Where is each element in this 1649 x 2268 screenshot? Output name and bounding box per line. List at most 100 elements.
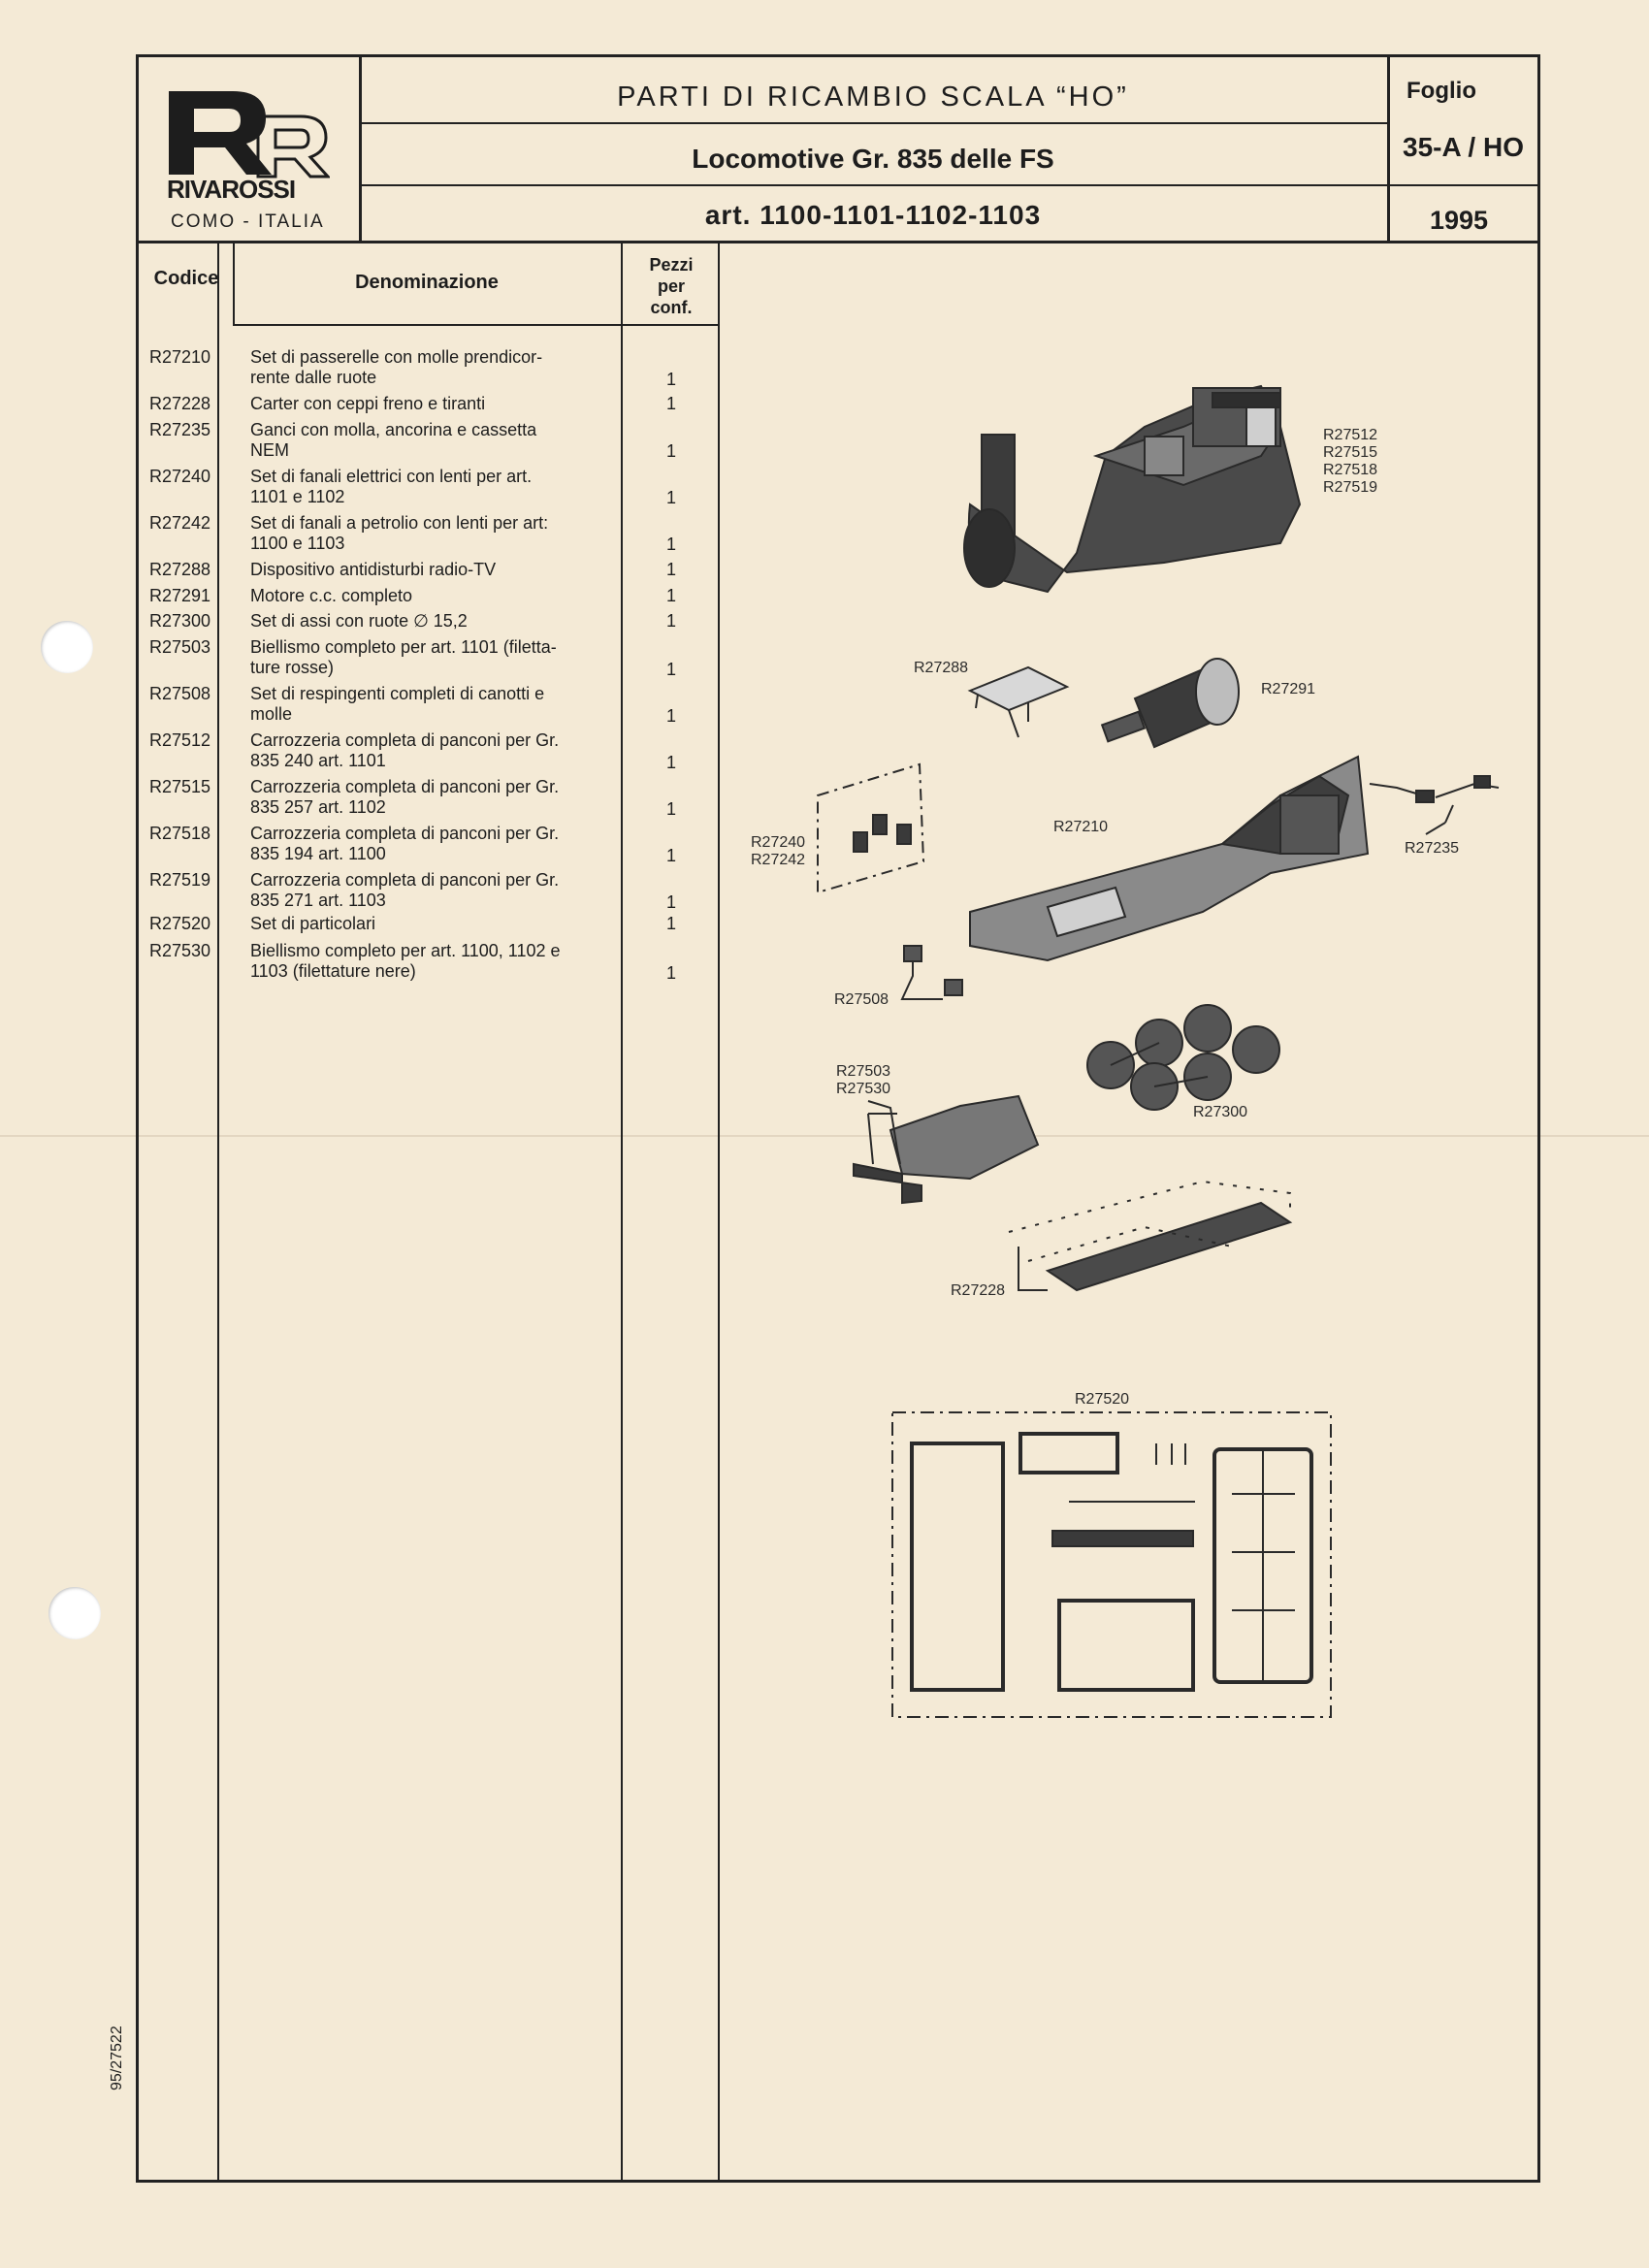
callout-code: R27519 bbox=[1323, 479, 1378, 496]
part-description: Set di passerelle con molle prendicor-re… bbox=[250, 347, 599, 388]
desc-line: Set di particolari bbox=[250, 914, 376, 933]
header-divider bbox=[1387, 56, 1390, 241]
pieces-column-line bbox=[718, 243, 720, 2181]
callout-r27235: R27235 bbox=[1405, 840, 1460, 857]
desc-line: Set di respingenti completi di canotti e bbox=[250, 684, 545, 703]
part-description: Biellismo completo per art. 1101 (filett… bbox=[250, 637, 599, 678]
part-quantity: 1 bbox=[665, 488, 676, 507]
part-description: Biellismo completo per art. 1100, 1102 e… bbox=[250, 941, 599, 982]
rivarossi-logo bbox=[169, 91, 330, 178]
desc-line: 835 240 art. 1101 bbox=[250, 751, 386, 770]
name-column-line bbox=[621, 243, 623, 2181]
document-code: 95/27522 bbox=[109, 2025, 125, 2090]
punch-hole bbox=[48, 1587, 101, 1639]
callout-code: R27518 bbox=[1323, 462, 1378, 478]
header-divider bbox=[1389, 184, 1538, 186]
callout-r27228: R27228 bbox=[951, 1282, 1006, 1299]
part-description: Set di fanali elettrici con lenti per ar… bbox=[250, 467, 599, 507]
part-quantity: 1 bbox=[665, 370, 676, 389]
part-code: R27300 bbox=[149, 611, 211, 631]
desc-line: 1101 e 1102 bbox=[250, 487, 345, 506]
part-description: Dispositivo antidisturbi radio-TV bbox=[250, 560, 599, 580]
part-quantity: 1 bbox=[665, 611, 676, 631]
page-subtitle: Locomotive Gr. 835 delle FS bbox=[692, 144, 1054, 174]
part-code: R27515 bbox=[149, 777, 211, 796]
desc-line: molle bbox=[250, 704, 293, 724]
desc-line: NEM bbox=[250, 440, 289, 460]
part-description: Carter con ceppi freno e tiranti bbox=[250, 394, 599, 414]
desc-line: Set di passerelle con molle prendicor- bbox=[250, 347, 543, 367]
part-description: Motore c.c. completo bbox=[250, 586, 599, 606]
part-description: Carrozzeria completa di panconi per Gr.8… bbox=[250, 777, 599, 818]
callout-r27503: R27503 bbox=[836, 1063, 891, 1080]
callout-r27530: R27530 bbox=[836, 1081, 891, 1097]
code-column-line bbox=[217, 243, 219, 2181]
paper-fold bbox=[0, 1135, 1649, 1137]
desc-line: Biellismo completo per art. 1101 (filett… bbox=[250, 637, 557, 657]
desc-line: rente dalle ruote bbox=[250, 368, 377, 387]
header-divider bbox=[361, 184, 1389, 186]
page-title: PARTI DI RICAMBIO SCALA “HO” bbox=[617, 81, 1129, 113]
desc-line: Carrozzeria completa di panconi per Gr. bbox=[250, 870, 560, 890]
pieces-header-line: conf. bbox=[650, 298, 693, 317]
desc-line: Motore c.c. completo bbox=[250, 586, 413, 605]
part-code: R27530 bbox=[149, 941, 211, 960]
header-divider bbox=[361, 122, 1389, 124]
part-description: Carrozzeria completa di panconi per Gr.8… bbox=[250, 730, 599, 771]
part-code: R27242 bbox=[149, 513, 211, 533]
desc-line: Ganci con molla, ancorina e cassetta bbox=[250, 420, 537, 439]
part-description: Set di fanali a petrolio con lenti per a… bbox=[250, 513, 599, 554]
sheet-label: Foglio bbox=[1406, 78, 1476, 104]
callout-r27242: R27242 bbox=[751, 852, 806, 868]
part-quantity: 1 bbox=[665, 799, 676, 819]
callout-r27520: R27520 bbox=[1075, 1391, 1130, 1408]
part-quantity: 1 bbox=[665, 394, 676, 413]
part-code: R27240 bbox=[149, 467, 211, 486]
desc-line: Set di fanali a petrolio con lenti per a… bbox=[250, 513, 549, 533]
desc-line: Carrozzeria completa di panconi per Gr. bbox=[250, 824, 560, 843]
column-header-code: Codice bbox=[153, 268, 219, 289]
desc-line: Carter con ceppi freno e tiranti bbox=[250, 394, 486, 413]
part-code: R27512 bbox=[149, 730, 211, 750]
callout-r27300: R27300 bbox=[1193, 1104, 1248, 1120]
desc-line: Set di fanali elettrici con lenti per ar… bbox=[250, 467, 533, 486]
desc-line: 835 257 art. 1102 bbox=[250, 797, 386, 817]
part-code: R27519 bbox=[149, 870, 211, 890]
part-quantity: 1 bbox=[665, 535, 676, 554]
part-quantity: 1 bbox=[665, 441, 676, 461]
part-description: Set di particolari bbox=[250, 914, 599, 934]
desc-line: 1103 (filettature nere) bbox=[250, 961, 416, 981]
callout-code: R27512 bbox=[1323, 427, 1378, 443]
part-quantity: 1 bbox=[665, 586, 676, 605]
column-header-pieces: Pezzi per conf. bbox=[621, 254, 722, 318]
callout-r27240: R27240 bbox=[751, 834, 806, 851]
brand-location: COMO - ITALIA bbox=[171, 211, 325, 232]
part-quantity: 1 bbox=[665, 660, 676, 679]
part-code: R27235 bbox=[149, 420, 211, 439]
desc-line: Carrozzeria completa di panconi per Gr. bbox=[250, 777, 560, 796]
desc-line: Carrozzeria completa di panconi per Gr. bbox=[250, 730, 560, 750]
header-divider bbox=[359, 56, 362, 241]
sheet-frame bbox=[136, 54, 1540, 2183]
part-quantity: 1 bbox=[665, 753, 676, 772]
part-quantity: 1 bbox=[665, 846, 676, 865]
part-description: Set di respingenti completi di canotti e… bbox=[250, 684, 599, 725]
pieces-header-line: Pezzi bbox=[649, 255, 694, 275]
desc-line: Biellismo completo per art. 1100, 1102 e bbox=[250, 941, 561, 960]
part-quantity: 1 bbox=[665, 963, 676, 983]
part-code: R27288 bbox=[149, 560, 211, 579]
callout-r27210: R27210 bbox=[1053, 819, 1109, 835]
part-quantity: 1 bbox=[665, 914, 676, 933]
part-code: R27508 bbox=[149, 684, 211, 703]
desc-line: 835 194 art. 1100 bbox=[250, 844, 386, 863]
part-code: R27503 bbox=[149, 637, 211, 657]
sheet-year: 1995 bbox=[1430, 206, 1489, 235]
column-line bbox=[233, 243, 235, 326]
punch-hole bbox=[41, 621, 93, 673]
callout-r27291: R27291 bbox=[1261, 681, 1316, 697]
desc-line: Dispositivo antidisturbi radio-TV bbox=[250, 560, 497, 579]
desc-line: 1100 e 1103 bbox=[250, 534, 345, 553]
callout-r27508: R27508 bbox=[834, 991, 889, 1008]
callout-r27288: R27288 bbox=[914, 660, 969, 676]
